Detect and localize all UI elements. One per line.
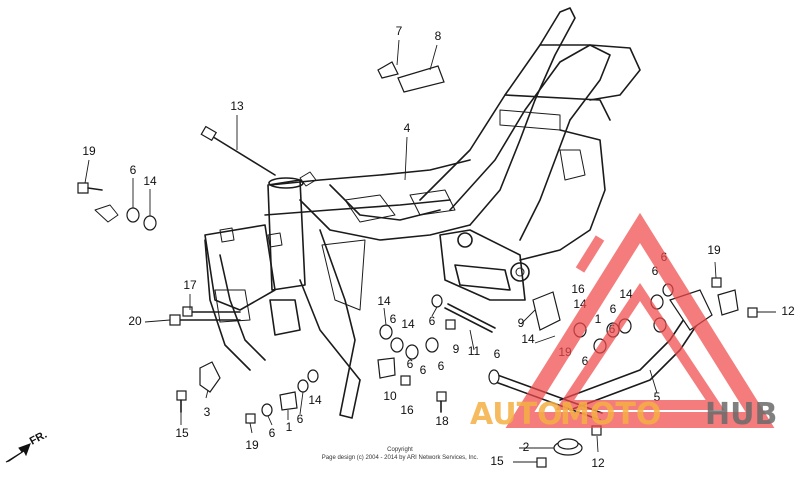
callout-6: 6 xyxy=(420,363,427,377)
callout-11: 11 xyxy=(468,344,481,358)
callout-15: 15 xyxy=(490,454,504,468)
fr-label: FR. xyxy=(28,429,49,448)
callout-18: 18 xyxy=(435,414,449,428)
callout-6: 6 xyxy=(609,322,616,336)
callout-1: 1 xyxy=(595,312,602,326)
callout-14: 14 xyxy=(573,297,587,311)
copyright-notice: Page design (c) 2004 - 2014 by ARI Netwo… xyxy=(321,455,479,461)
callout-20: 20 xyxy=(128,314,142,328)
callout-labels: 7 8 13 4 19 6 14 17 20 3 15 19 6 1 6 14 … xyxy=(82,24,795,470)
callout-14: 14 xyxy=(619,287,633,301)
callout-12: 12 xyxy=(591,456,605,470)
callout-17: 17 xyxy=(183,278,197,292)
callout-9: 9 xyxy=(518,316,525,330)
callout-19: 19 xyxy=(707,243,721,257)
callout-14: 14 xyxy=(143,174,157,188)
callout-13: 13 xyxy=(230,99,244,113)
callout-6: 6 xyxy=(429,314,436,328)
callout-6: 6 xyxy=(652,264,659,278)
callout-16: 16 xyxy=(400,403,414,417)
callout-7: 7 xyxy=(396,24,403,38)
callout-6: 6 xyxy=(269,426,276,440)
callout-14: 14 xyxy=(401,317,415,331)
callout-6: 6 xyxy=(438,359,445,373)
callout-12: 12 xyxy=(781,304,795,318)
copyright-title: Copyright xyxy=(387,447,413,453)
callout-6: 6 xyxy=(390,312,397,326)
callout-10: 10 xyxy=(383,389,397,403)
callout-6: 6 xyxy=(661,250,668,264)
callout-3: 3 xyxy=(204,405,211,419)
callout-16: 16 xyxy=(571,282,585,296)
callout-2: 2 xyxy=(523,440,530,454)
callout-6: 6 xyxy=(407,357,414,371)
callout-6: 6 xyxy=(130,163,137,177)
callout-6: 6 xyxy=(297,412,304,426)
callout-8: 8 xyxy=(435,29,442,43)
callout-9: 9 xyxy=(453,342,460,356)
callout-6: 6 xyxy=(610,302,617,316)
callout-19: 19 xyxy=(558,345,572,359)
callout-4: 4 xyxy=(404,121,411,135)
callout-6: 6 xyxy=(494,347,501,361)
callout-19: 19 xyxy=(82,144,96,158)
leader-lines xyxy=(84,39,776,463)
callout-19: 19 xyxy=(245,438,259,452)
callout-1: 1 xyxy=(286,420,293,434)
callout-14: 14 xyxy=(521,332,535,346)
main-frame xyxy=(204,7,641,419)
callout-5: 5 xyxy=(654,390,661,404)
callout-14: 14 xyxy=(377,294,391,308)
callout-6: 6 xyxy=(582,354,589,368)
callout-14: 14 xyxy=(308,393,322,407)
front-arrow-icon xyxy=(5,443,31,463)
callout-15: 15 xyxy=(175,426,189,440)
